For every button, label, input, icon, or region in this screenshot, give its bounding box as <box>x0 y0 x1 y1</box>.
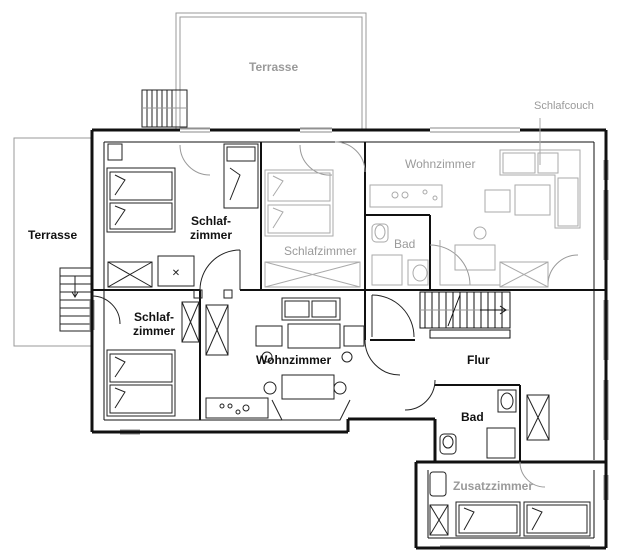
partition-top-right <box>439 240 500 286</box>
wardrobe-lower-left <box>181 301 200 343</box>
living-bay <box>271 399 351 421</box>
label-schlafcouch: Schlafcouch <box>534 100 594 112</box>
side-table <box>107 143 123 161</box>
label-wohnzimmer-top: Wohnzimmer <box>405 157 476 171</box>
terrace-left-stairs <box>59 267 93 332</box>
bed-double-lower-left <box>106 349 176 417</box>
dining-set-top <box>454 184 551 271</box>
bed-double-top-left <box>106 167 176 233</box>
bathroom-bottom-fixtures <box>439 389 517 459</box>
wardrobe-cross-1 <box>107 261 153 288</box>
bed-single-top-left <box>223 143 259 209</box>
label-terrasse-top: Terrasse <box>249 60 299 74</box>
staircase <box>419 291 511 339</box>
wardrobe-center <box>264 261 361 288</box>
label-schlafzimmer-top-line2: zimmer <box>190 227 233 242</box>
label-flur: Flur <box>467 353 490 367</box>
label-bad-top: Bad <box>394 237 416 251</box>
label-wohnzimmer-bottom: Wohnzimmer <box>256 353 332 367</box>
label-bad-bottom: Bad <box>461 410 484 424</box>
column-small <box>193 289 203 299</box>
sofa-bed <box>499 149 581 229</box>
wardrobe-living <box>205 304 229 356</box>
terrace-top-stairs <box>141 89 188 128</box>
zusatzzimmer-furniture <box>429 471 591 537</box>
nightstand-top-left <box>157 255 195 287</box>
label-schlafzimmer-top: Schlaf- zimmer <box>190 214 233 243</box>
column-small-2 <box>223 289 233 299</box>
dining-set-living <box>255 297 365 363</box>
wardrobe-flur <box>526 394 550 441</box>
label-schlafzimmer-left-line1: Schlaf- <box>134 310 175 324</box>
label-schlafzimmer-top-line1: Schlaf- <box>191 214 232 228</box>
bathroom-top-fixtures <box>371 223 429 286</box>
label-schlafzimmer-center: Schlafzimmer <box>284 244 357 258</box>
wardrobe-top-right <box>499 261 549 288</box>
wardrobe-lower-left-cross <box>181 301 200 343</box>
label-terrasse-left: Terrasse <box>28 228 78 242</box>
label-schlafzimmer-left: Schlaf- zimmer <box>133 310 176 339</box>
label-zusatzzimmer: Zusatzzimmer <box>453 479 534 493</box>
outer-walls <box>90 128 608 550</box>
interior-walls <box>92 142 606 462</box>
wardrobe-top-left <box>107 261 153 288</box>
doors <box>91 141 579 488</box>
kitchen-living <box>205 397 269 419</box>
sofa-living <box>263 374 347 400</box>
kitchen-top <box>369 184 443 208</box>
outer-wall-inner-line <box>103 141 595 539</box>
label-schlafzimmer-left-line2: zimmer <box>133 323 176 338</box>
windows <box>89 127 609 547</box>
lamp-symbol: ✕ <box>172 268 180 279</box>
bed-double-center <box>264 169 334 237</box>
